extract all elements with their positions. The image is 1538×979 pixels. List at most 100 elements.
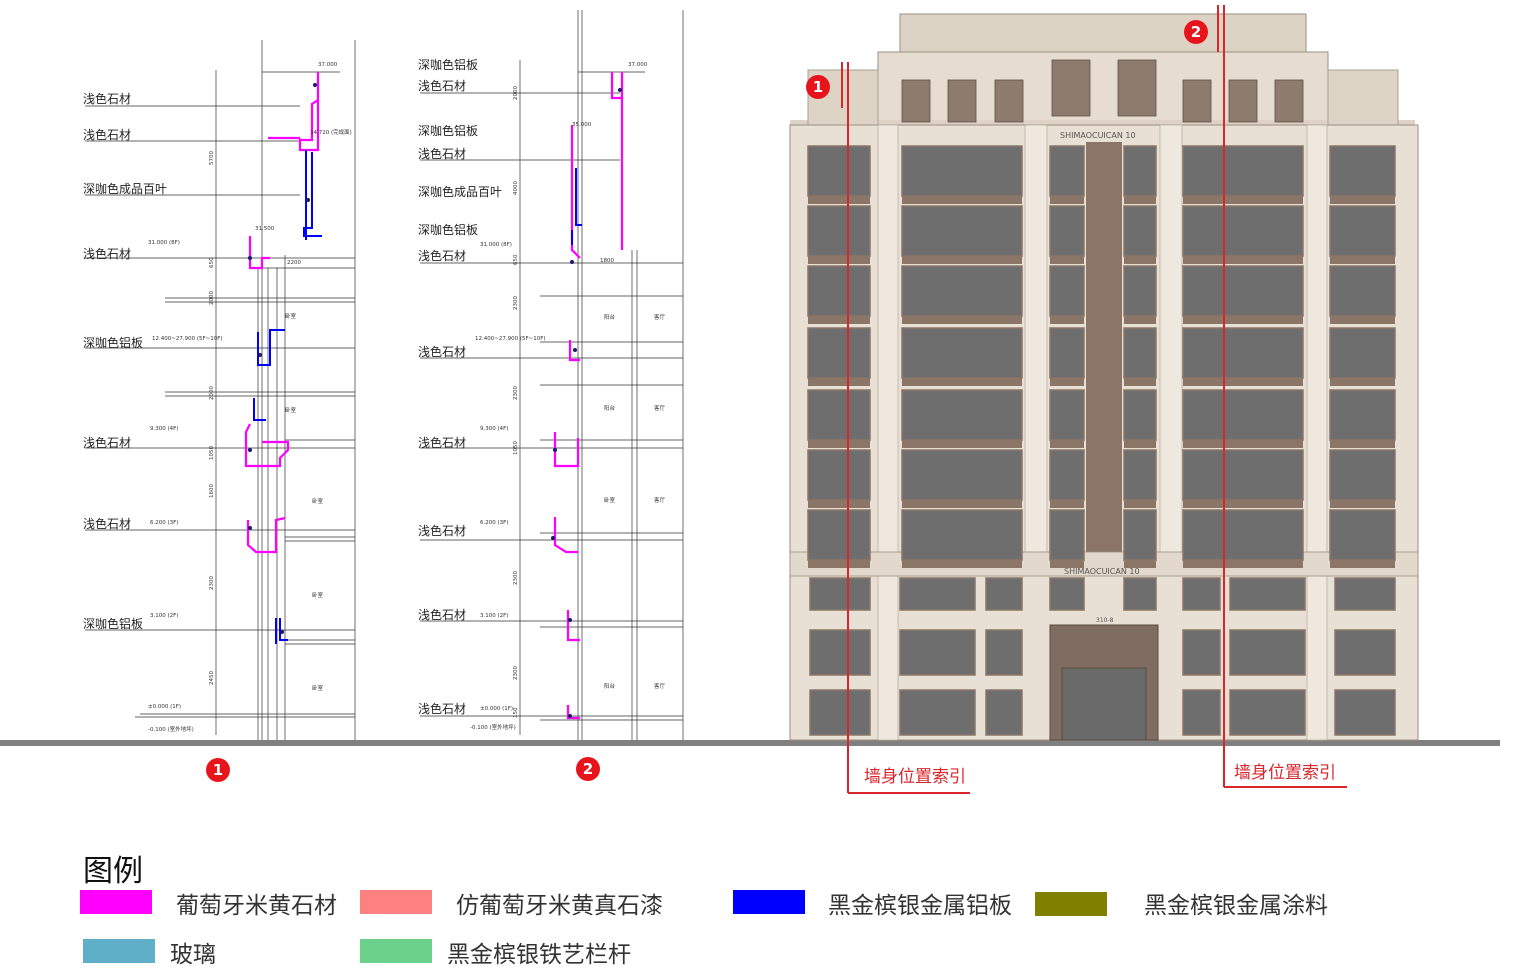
- svg-text:6.200 (3F): 6.200 (3F): [150, 520, 178, 526]
- section-1-label: 浅色石材: [83, 436, 132, 450]
- elevation-spandrel: [1124, 196, 1156, 204]
- section-1-label: 深咖色成品百叶: [83, 182, 168, 196]
- elevation-podium-window: [985, 689, 1023, 736]
- svg-text:2000: 2000: [209, 386, 215, 400]
- section-1-label: 浅色石材: [83, 517, 132, 531]
- elevation-spandrel: [1183, 196, 1303, 204]
- elevation-podium-window: [809, 629, 871, 676]
- elevation-spandrel: [1050, 256, 1084, 264]
- elevation-podium-window: [1229, 629, 1306, 676]
- legend-swatch: [1035, 892, 1107, 916]
- elevation-window: [807, 205, 871, 257]
- legend-title: 图例: [83, 854, 143, 889]
- svg-text:2300: 2300: [209, 576, 215, 590]
- section-2-label: 浅色石材: [418, 524, 467, 538]
- section-1-label: 浅色石材: [83, 128, 132, 142]
- legend-swatch: [83, 939, 155, 963]
- elevation-window: [901, 145, 1023, 197]
- legend-swatch: [360, 939, 432, 963]
- svg-text:1800: 1800: [600, 258, 614, 264]
- elevation-spandrel: [1124, 560, 1156, 568]
- elevation-podium-window: [1182, 689, 1221, 736]
- svg-text:2200: 2200: [287, 260, 301, 266]
- elevation-spandrel: [1183, 316, 1303, 324]
- elevation-podium-window: [809, 689, 871, 736]
- elevation-window: [901, 509, 1023, 561]
- section-2-label: 浅色石材: [418, 608, 467, 622]
- elevation-window: [1123, 327, 1157, 379]
- svg-text:3.100 (2F): 3.100 (2F): [480, 613, 508, 619]
- svg-text:2000: 2000: [209, 291, 215, 305]
- elevation-spandrel: [1330, 316, 1395, 324]
- index-note-2: 墙身位置索引: [1234, 763, 1336, 783]
- elevation-window: [1182, 509, 1304, 561]
- elevation-window: [1182, 389, 1304, 441]
- elevation-spandrel: [808, 256, 870, 264]
- svg-text:5700: 5700: [209, 151, 215, 165]
- elevation-spandrel: [1050, 560, 1084, 568]
- elevation-window: [1123, 389, 1157, 441]
- section-2-label: 深咖色铝板: [418, 58, 479, 72]
- section-1-room-labels: 卧室 卧室 卧室 卧室 卧室: [285, 312, 324, 692]
- elevation-index-2-marker: 2: [1184, 20, 1208, 44]
- elevation-spandrel: [808, 316, 870, 324]
- svg-text:-0.100 (室外地坪): -0.100 (室外地坪): [148, 725, 194, 733]
- section-2-label: 浅色石材: [418, 702, 467, 716]
- legend-swatch: [360, 890, 432, 914]
- elevation-spandrel: [1183, 378, 1303, 386]
- elevation-window: [1329, 509, 1396, 561]
- legend-label: 黑金槟银金属铝板: [828, 893, 1012, 919]
- legend-swatch: [733, 890, 805, 914]
- svg-text:卧室: 卧室: [285, 406, 297, 414]
- elevation-window: [1329, 327, 1396, 379]
- elevation-window: [1123, 145, 1157, 197]
- elevation-window: [807, 145, 871, 197]
- elevation-window: [1123, 509, 1157, 561]
- elevation-window: [1049, 327, 1085, 379]
- index-note-1: 墙身位置索引: [864, 767, 966, 787]
- svg-text:阳台: 阳台: [604, 404, 616, 412]
- elevation-podium-window: [1229, 577, 1306, 611]
- elevation-spandrel: [1183, 560, 1303, 568]
- legend-label: 仿葡萄牙米黄真石漆: [456, 893, 663, 919]
- elevation-windows: [807, 145, 1396, 736]
- section-1-stone: [244, 72, 320, 554]
- elevation-spandrel: [902, 500, 1022, 508]
- legend-label: 黑金槟银铁艺栏杆: [447, 942, 631, 968]
- svg-text:35.000: 35.000: [572, 122, 592, 128]
- elevation-address: 310-8: [1096, 617, 1114, 624]
- svg-text:2300: 2300: [513, 666, 519, 680]
- elevation-window: [807, 327, 871, 379]
- svg-text:1600: 1600: [209, 484, 215, 498]
- svg-text:卧室: 卧室: [312, 497, 324, 505]
- elevation-window: [1049, 389, 1085, 441]
- elevation-spandrel: [1050, 378, 1084, 386]
- svg-text:6.200 (3F): 6.200 (3F): [480, 520, 508, 526]
- elevation-spandrel: [1124, 256, 1156, 264]
- section-2-nodes: [551, 88, 622, 718]
- svg-text:±0.000 (1F): ±0.000 (1F): [148, 704, 181, 710]
- svg-text:卧室: 卧室: [604, 496, 616, 504]
- elevation-spandrel: [1183, 440, 1303, 448]
- section-2-label: 浅色石材: [418, 249, 467, 263]
- section-1-label: 深咖色铝板: [83, 336, 144, 350]
- elevation-spandrel: [1330, 560, 1395, 568]
- elevation-index-lines: [841, 5, 1347, 794]
- elevation-window: [807, 389, 871, 441]
- svg-text:±0.000 (1F): ±0.000 (1F): [480, 706, 513, 712]
- elevation-podium-window: [985, 629, 1023, 676]
- elevation-sign-top: SHIMAOCUICAN 10: [1060, 131, 1136, 140]
- elevation-window: [901, 389, 1023, 441]
- legend-label: 葡萄牙米黄石材: [176, 893, 337, 919]
- section-1-label: 浅色石材: [83, 247, 132, 261]
- svg-text:客厅: 客厅: [654, 313, 666, 321]
- svg-text:34.720 (完成面): 34.720 (完成面): [310, 128, 352, 136]
- section-1-aluminium: [253, 150, 322, 644]
- elevation-window: [807, 509, 871, 561]
- legend-label: 玻璃: [170, 942, 216, 968]
- svg-text:2450: 2450: [209, 671, 215, 685]
- section-2-label: 浅色石材: [418, 79, 467, 93]
- section-2-label: 浅色石材: [418, 345, 467, 359]
- elevation-spandrel: [808, 560, 870, 568]
